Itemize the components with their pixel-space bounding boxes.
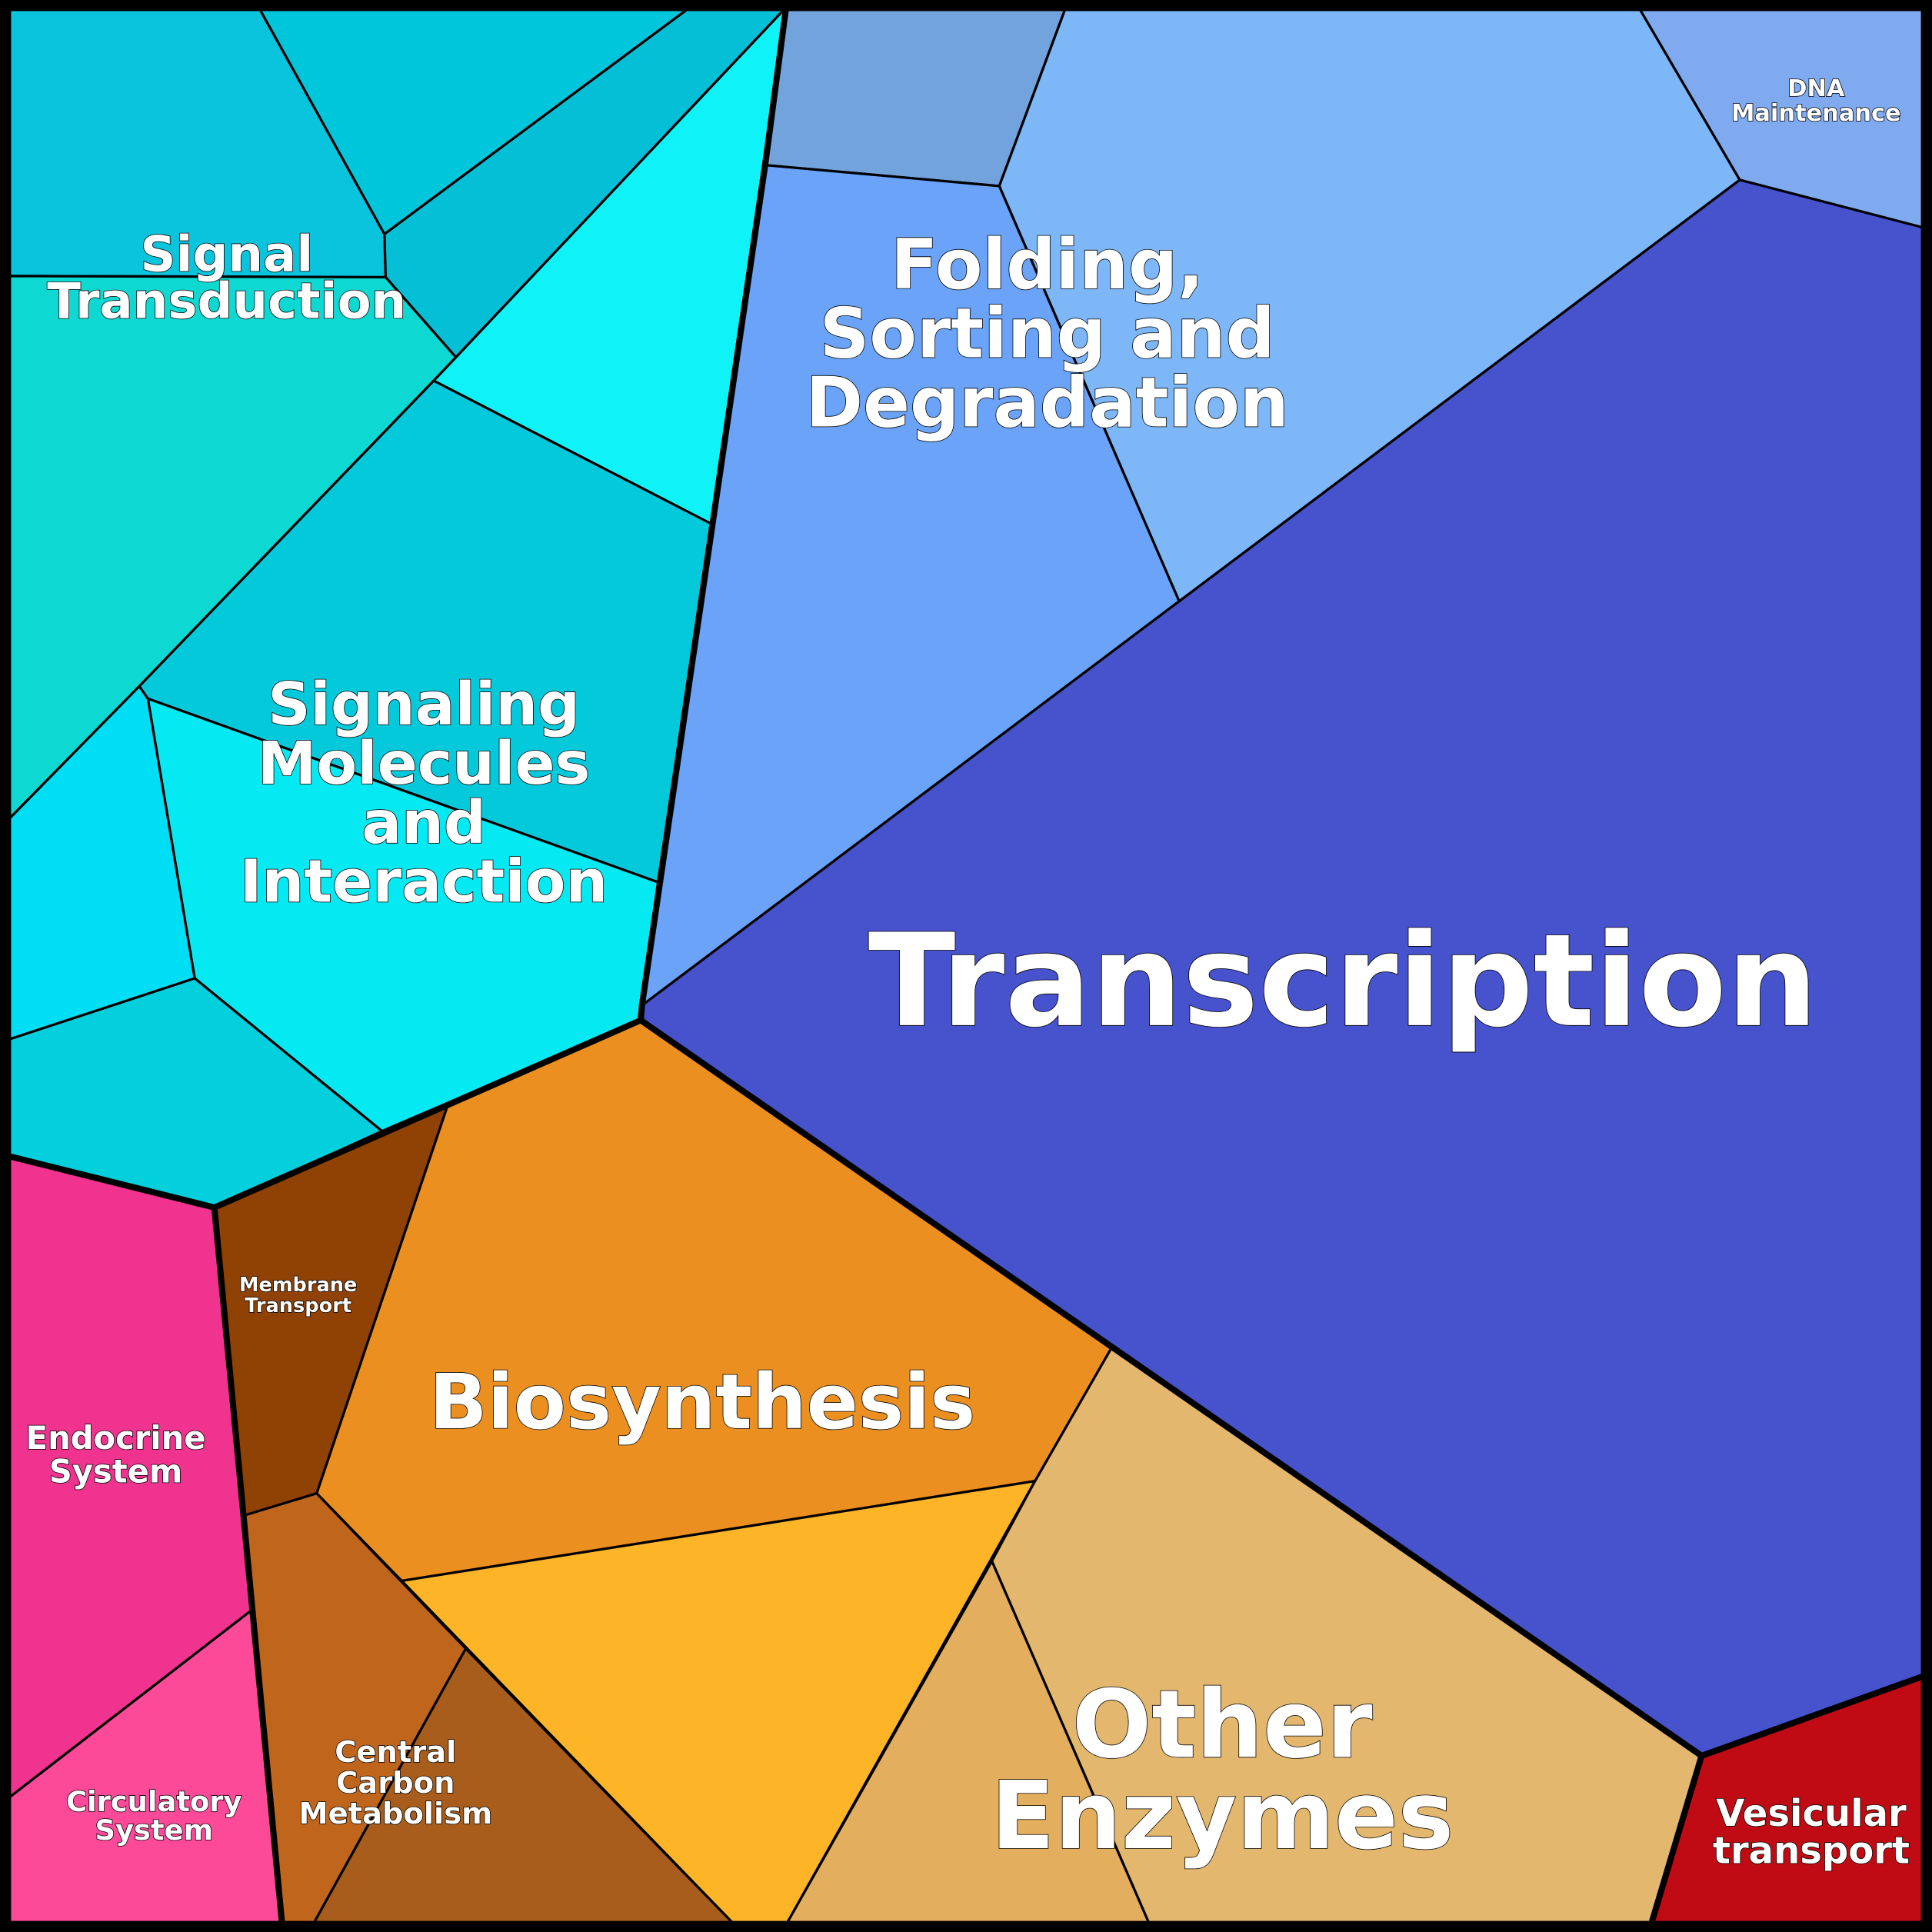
label-line: Enzymes [991, 1761, 1454, 1870]
label-line: Transport [245, 1294, 351, 1317]
label-line: Degradation [806, 363, 1289, 443]
label-line: Other [1072, 1671, 1373, 1780]
transcription-label: Transcription [868, 907, 1818, 1056]
group-border [638, 7, 1705, 1926]
label-line: Metabolism [298, 1797, 492, 1831]
label-line: Transduction [47, 273, 406, 330]
label-line: DNA [1787, 75, 1845, 102]
label-line: Circulatory [66, 1785, 242, 1818]
label-line: Maintenance [1731, 100, 1901, 127]
label-line: Signal [140, 226, 313, 283]
label-line: Carbon [336, 1766, 455, 1800]
label-line: Transcription [868, 907, 1818, 1056]
label-line: Interaction [240, 848, 608, 917]
group-border [1700, 1673, 1926, 1759]
label-line: Biosynthesis [429, 1358, 975, 1447]
label-line: Membrane [239, 1274, 357, 1297]
label-line: Folding, [891, 225, 1204, 305]
label-line: transport [1713, 1829, 1910, 1872]
label-line: Central [335, 1735, 456, 1770]
label-line: Vesicular [1716, 1792, 1907, 1835]
label-line: System [49, 1452, 182, 1490]
label-line: Molecules [258, 730, 590, 798]
label-line: System [95, 1814, 213, 1847]
label-line: Signaling [268, 671, 580, 739]
label-line: Endocrine [26, 1419, 206, 1457]
group-border [211, 1207, 285, 1925]
label-line: and [361, 789, 486, 858]
biosynthesis-label: Biosynthesis [429, 1358, 975, 1447]
label-line: Sorting and [820, 295, 1275, 375]
